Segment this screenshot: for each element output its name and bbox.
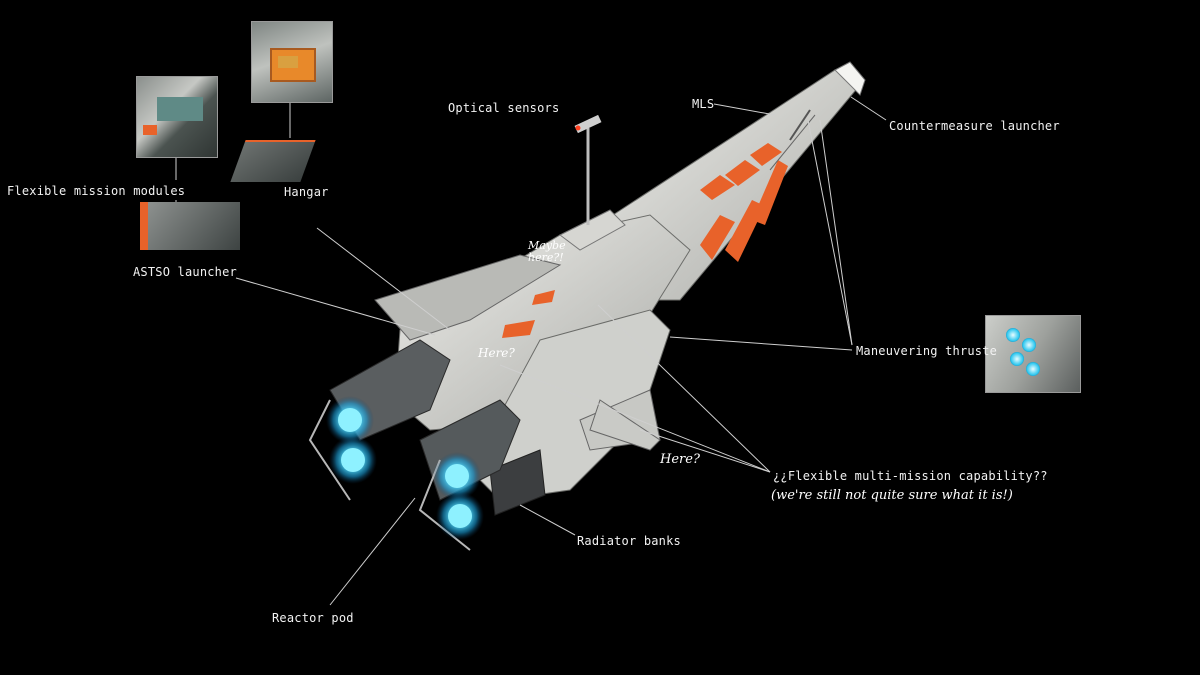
label-maneuvering-thrusters: Maneuvering thruste — [856, 344, 998, 358]
label-countermeasure-launcher: Countermeasure launcher — [889, 119, 1060, 133]
label-radiator-banks: Radiator banks — [577, 534, 681, 548]
handwritten-maybe-here: Maybe here?! — [528, 239, 566, 264]
label-reactor-pod: Reactor pod — [272, 611, 354, 625]
label-mls: MLS — [692, 97, 715, 111]
maneuvering-thrusters-inset — [985, 315, 1081, 393]
label-flexible-mission-modules: Flexible mission modules — [7, 184, 186, 198]
label-flexible-multi-mission: ¿¿Flexible multi-mission capability?? — [773, 469, 1048, 483]
handwritten-here-1: Here? — [478, 346, 515, 360]
leader-lines — [175, 96, 887, 606]
label-optical-sensors: Optical sensors — [448, 101, 560, 115]
handwritten-not-sure: (we're still not quite sure what it is!) — [771, 488, 1013, 503]
engine-glows — [326, 396, 484, 540]
astso-launcher-sketch — [140, 202, 240, 250]
handwritten-here-2: Here? — [660, 452, 700, 467]
label-astso-launcher: ASTSO launcher — [133, 265, 237, 279]
hangar-inset — [251, 21, 333, 103]
label-hangar: Hangar — [284, 185, 329, 199]
flexible-mission-modules-inset — [136, 76, 218, 158]
